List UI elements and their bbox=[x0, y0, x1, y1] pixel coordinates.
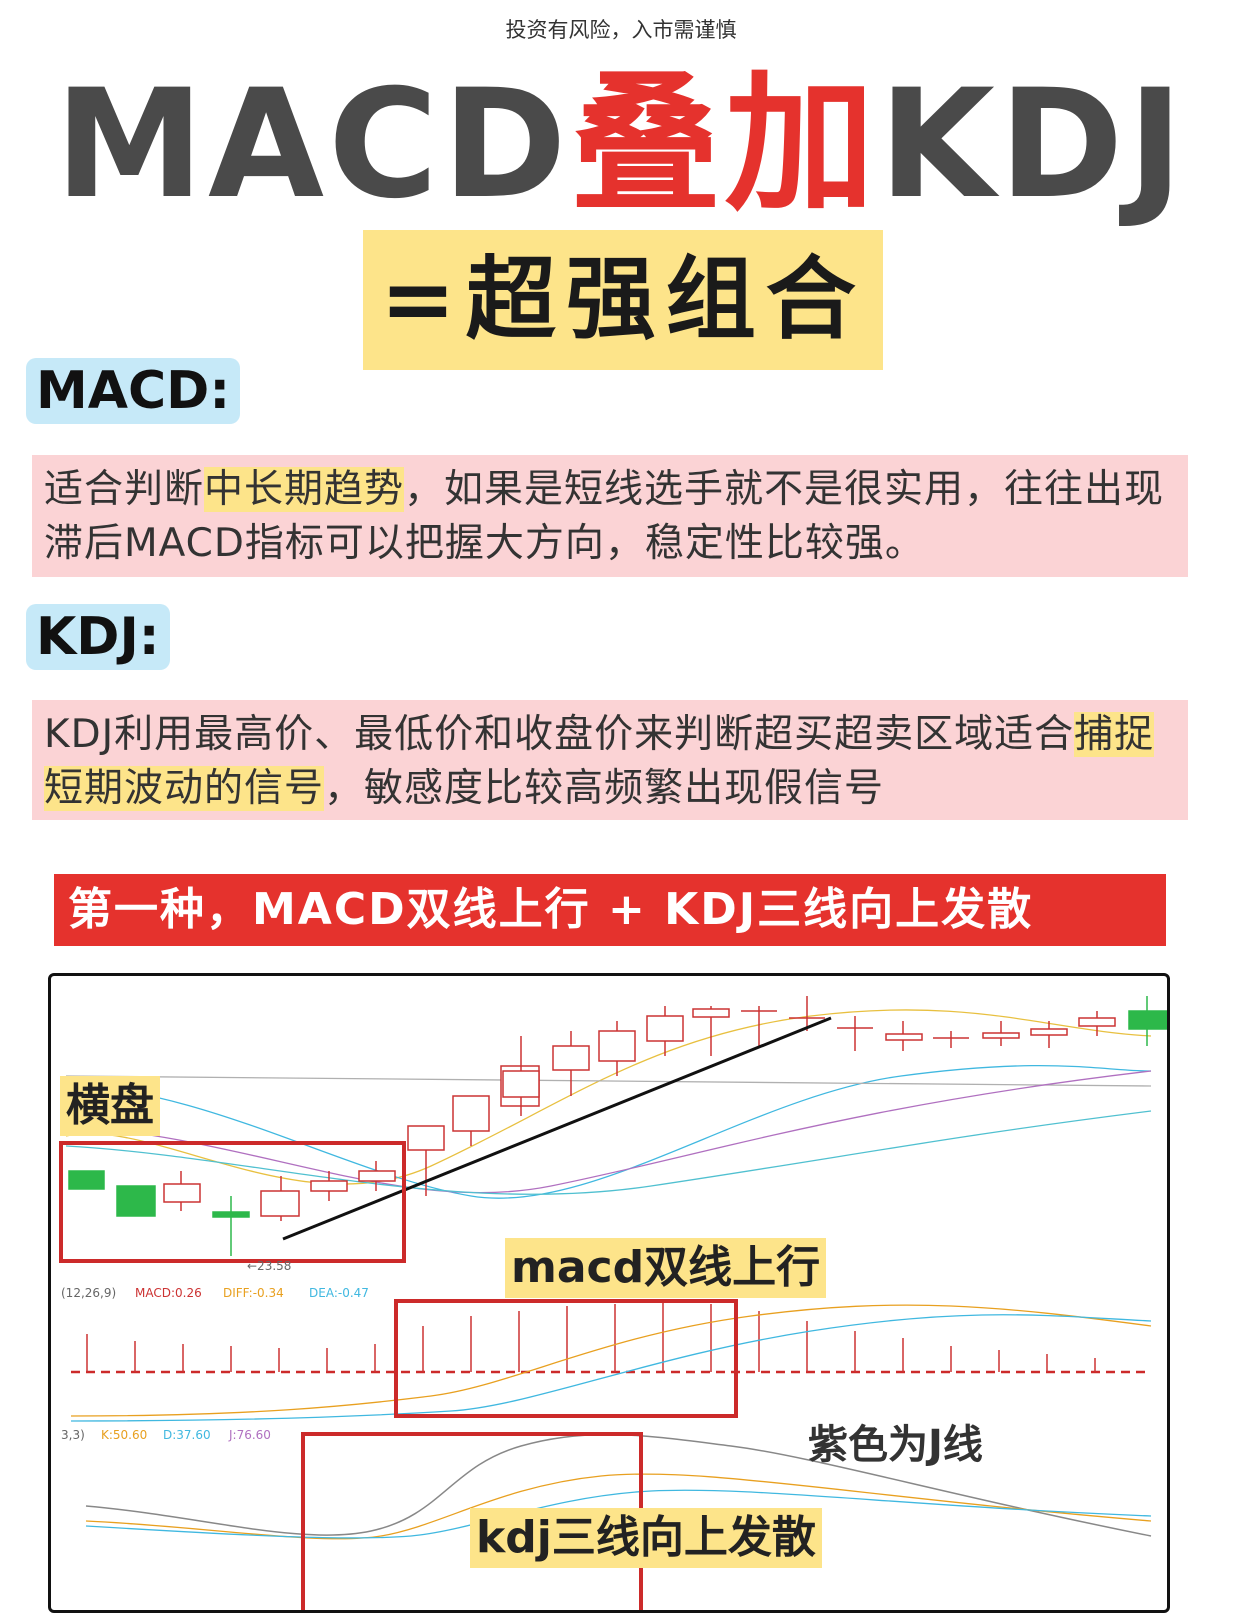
diff-value: DIFF:-0.34 bbox=[223, 1286, 284, 1300]
ma-line-teal bbox=[65, 1110, 1152, 1195]
trend-line bbox=[282, 1016, 832, 1241]
macd-tag: MACD: bbox=[26, 358, 241, 424]
consolidation-label: 横盘 bbox=[60, 1076, 160, 1136]
macd-value: MACD:0.26 bbox=[135, 1286, 202, 1300]
macd-params: (12,26,9) bbox=[61, 1286, 117, 1300]
subtitle-box: =超强组合 bbox=[363, 230, 883, 370]
k-value: K:50.60 bbox=[101, 1428, 148, 1442]
macd-diff-line bbox=[70, 1304, 1152, 1417]
dea-value: DEA:-0.47 bbox=[309, 1286, 369, 1300]
title-macd: MACD bbox=[54, 58, 571, 232]
page-title: MACD叠加KDJ bbox=[0, 60, 1242, 230]
macd-box bbox=[394, 1299, 738, 1418]
kdj-k-line bbox=[85, 1473, 1152, 1540]
purple-j-line-note: 紫色为J线 bbox=[808, 1422, 983, 1468]
title-overlay: 叠加 bbox=[570, 58, 879, 232]
subtitle-text: =超强组合 bbox=[380, 247, 866, 352]
kdj-description: KDJ利用最高价、最低价和收盘价来判断超买超卖区域适合捕捉短期波动的信号，敏感度… bbox=[32, 700, 1188, 820]
kdj-text-after: ，敏感度比较高频繁出现假信号 bbox=[324, 766, 885, 811]
kdj-diverge-label: kdj三线向上发散 bbox=[470, 1508, 822, 1568]
macd-description: 适合判断中长期趋势，如果是短线选手就不是很实用，往往出现滞后MACD指标可以把握… bbox=[32, 455, 1188, 577]
kdj-text-before: KDJ利用最高价、最低价和收盘价来判断超买超卖区域适合 bbox=[44, 712, 1075, 757]
disclaimer: 投资有风险，入市需谨慎 bbox=[505, 18, 737, 42]
consolidation-box bbox=[59, 1141, 406, 1263]
macd-highlight: 中长期趋势 bbox=[204, 467, 405, 512]
macd-dea-line bbox=[70, 1314, 1152, 1422]
j-value: J:76.60 bbox=[229, 1428, 271, 1442]
stock-chart-illustration bbox=[59, 996, 1167, 1610]
candles bbox=[68, 996, 1167, 1256]
kdj-tag: KDJ: bbox=[26, 604, 170, 670]
kdj-d-line bbox=[85, 1489, 1152, 1539]
macd-rising-label: macd双线上行 bbox=[505, 1238, 827, 1298]
ma-line-yellow bbox=[65, 1009, 1152, 1185]
kdj-j-line bbox=[85, 1433, 1152, 1537]
title-kdj: KDJ bbox=[878, 58, 1188, 232]
macd-histogram bbox=[86, 1302, 1096, 1372]
low-price-label: ←23.58 bbox=[247, 1259, 292, 1273]
ma-line-blue bbox=[65, 1064, 1152, 1199]
ma-line-purple bbox=[65, 1070, 1152, 1194]
method-banner: 第一种，MACD双线上行 + KDJ三线向上发散 bbox=[54, 874, 1166, 946]
d-value: D:37.60 bbox=[163, 1428, 211, 1442]
kdj-params: 3,3) bbox=[61, 1428, 85, 1442]
ma-line-gray bbox=[65, 1075, 1152, 1087]
macd-text-after: ，如果是短线选手就不是很实用，往往出现滞后MACD指标可以把握大方向，稳定性比较… bbox=[44, 467, 1165, 566]
macd-text-before: 适合判断 bbox=[44, 467, 205, 512]
